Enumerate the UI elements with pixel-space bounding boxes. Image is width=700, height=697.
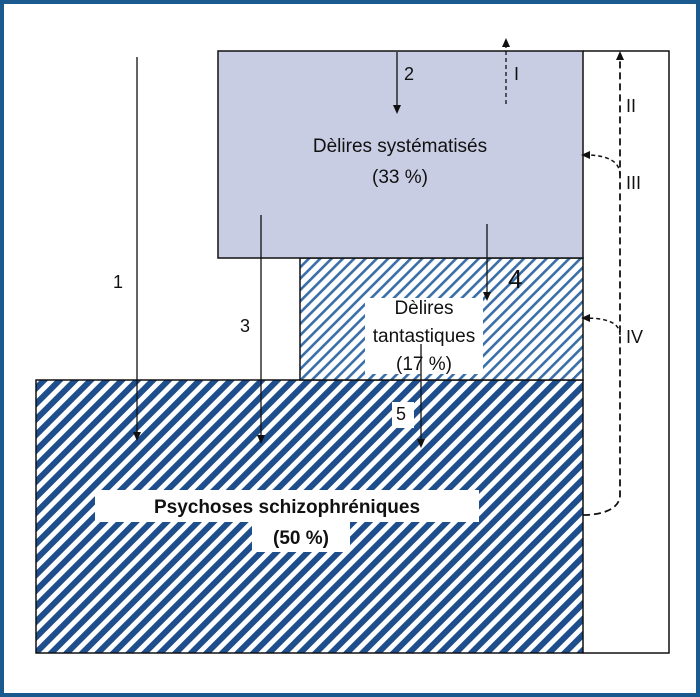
label-5: 5	[396, 404, 406, 424]
fantastiques-percent: (17 %)	[396, 354, 452, 375]
fantastiques-title-1: Dèlires	[394, 298, 453, 319]
systematises-title: Dèlires systématisés	[313, 136, 487, 157]
schizo-percent: (50 %)	[273, 528, 329, 549]
arrow-III	[581, 151, 621, 176]
label-1: 1	[113, 272, 123, 292]
fantastiques-title-2: tantastiques	[373, 326, 475, 347]
label-IV: IV	[626, 327, 643, 347]
arrow5-label-bg	[392, 402, 414, 428]
schizo-title: Psychoses schizophréniques	[154, 497, 420, 518]
schizo-label-bg-2	[252, 522, 350, 552]
label-III: III	[626, 173, 641, 193]
label-3: 3	[240, 316, 250, 336]
box-systematises	[217, 50, 584, 259]
schizo-label-bg-1	[95, 490, 479, 522]
right-column-border	[583, 50, 670, 654]
label-2: 2	[404, 64, 414, 84]
systematises-percent: (33 %)	[372, 167, 428, 188]
label-4: 4	[508, 264, 522, 294]
fantastiques-label-bg	[365, 298, 483, 374]
label-II: II	[626, 96, 636, 116]
arrow-II	[582, 51, 624, 516]
label-I: I	[514, 64, 519, 84]
arrow-IV	[581, 314, 621, 336]
